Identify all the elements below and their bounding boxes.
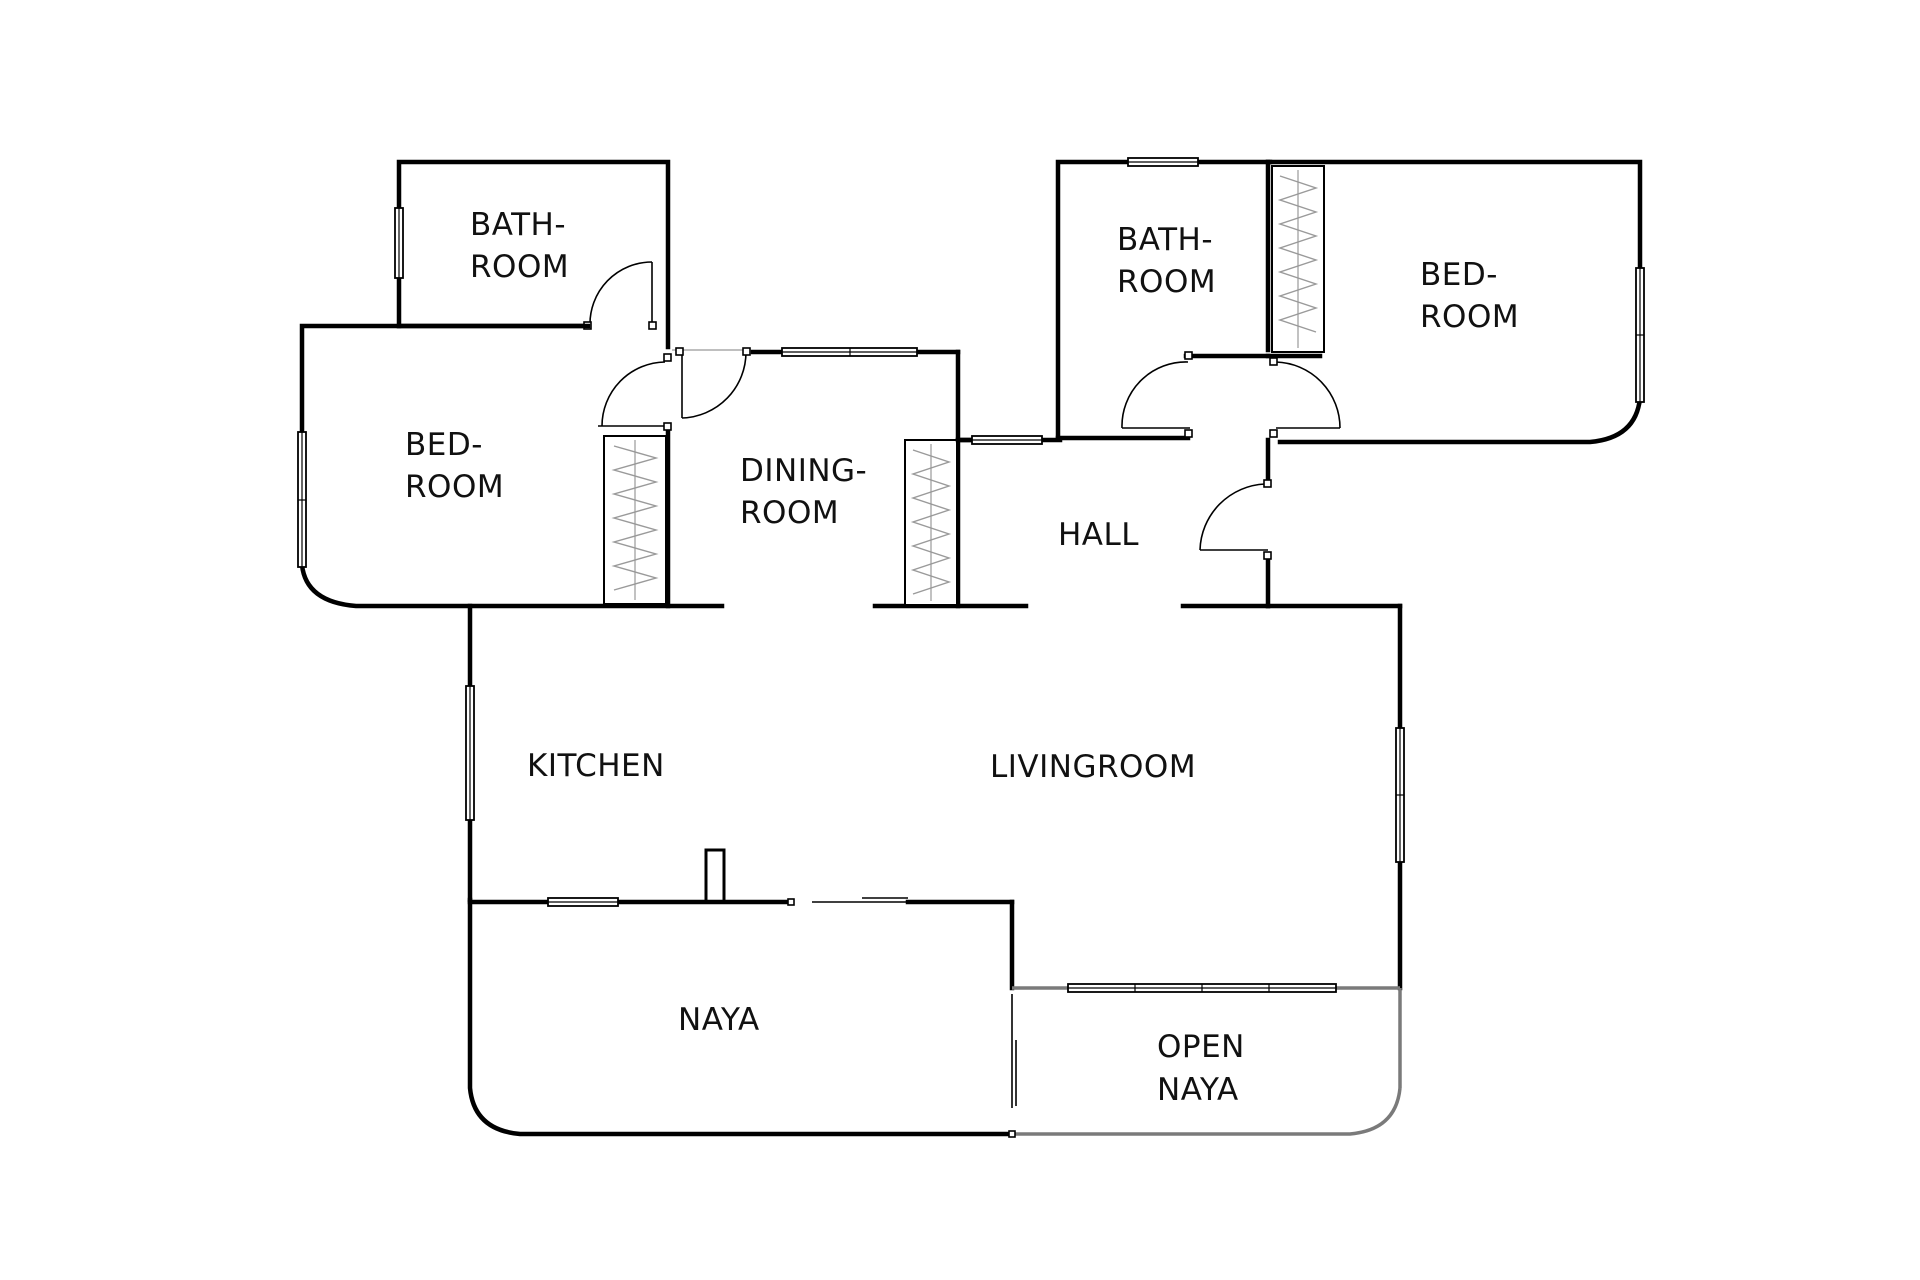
bedroom-right-closet [1271, 165, 1325, 353]
open-naya-label-line1: OPEN [1157, 1029, 1245, 1065]
bedroom-left-window [297, 431, 307, 568]
open-naya-window [1067, 983, 1337, 993]
bedroom-right-label-line1: BED- [1420, 257, 1498, 293]
bathroom-right-label-line2: ROOM [1117, 264, 1216, 300]
kitchen-window [465, 685, 475, 821]
bathroom-left-door [583, 261, 657, 330]
bedroom-left-closet [603, 435, 667, 605]
hall-door [1199, 479, 1272, 560]
bathroom-left-label-line1: BATH- [470, 207, 566, 243]
bathroom-left-window [394, 207, 404, 279]
dining-room-label-line2: ROOM [740, 495, 839, 531]
bedroom-right-label-line2: ROOM [1420, 299, 1519, 335]
naya-sliding-door [787, 897, 910, 906]
bedroom-left-label-line1: BED- [405, 427, 483, 463]
dining-room-closet [904, 439, 958, 606]
bedroom-right-window [1635, 267, 1645, 403]
bathroom-right-window [1127, 157, 1199, 167]
naya-window [547, 897, 619, 907]
livingroom-window [1395, 727, 1405, 863]
dining-room-window [781, 347, 918, 357]
naya-label: NAYA [678, 1002, 760, 1038]
open-naya-door [1008, 994, 1017, 1138]
bathroom-right-door [1121, 351, 1193, 438]
hall-label: HALL [1058, 517, 1139, 553]
livingroom-label: LIVINGROOM [990, 749, 1196, 785]
living-kitchen-walls [467, 603, 1403, 991]
bathroom-right-walls [1055, 159, 1273, 441]
hall-window [971, 435, 1043, 445]
dining-room-label-line1: DINING- [740, 453, 867, 489]
bedroom-right-door [1269, 357, 1341, 438]
bathroom-right-label-line1: BATH- [1117, 222, 1213, 258]
bedroom-left-label-line2: ROOM [405, 469, 504, 505]
kitchen-counter-post [704, 848, 726, 904]
dining-room-door [675, 347, 751, 419]
bedroom-left-door [598, 353, 672, 431]
kitchen-label: KITCHEN [527, 748, 665, 784]
open-naya-label-line2: NAYA [1157, 1072, 1239, 1108]
bathroom-left-label-line2: ROOM [470, 249, 569, 285]
naya-walls [467, 897, 1015, 1137]
